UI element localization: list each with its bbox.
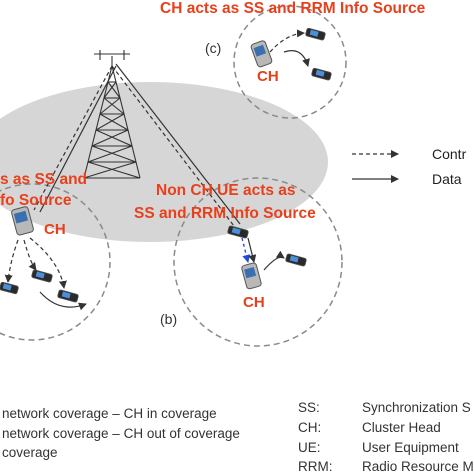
left-banner-line1: s as SS and [0, 171, 87, 188]
ue-phone-icon-a3 [57, 289, 79, 303]
coverage-note-2: network coverage – CH out of coverage [2, 426, 240, 441]
ch-label-c: CH [257, 68, 279, 85]
ch-label-a: CH [44, 221, 66, 238]
coverage-note-3: coverage [2, 445, 58, 460]
subfigure-label-c: (c) [205, 40, 221, 56]
cluster-boundary-a [0, 183, 111, 341]
control-link-c-ch-to-ue [269, 29, 305, 53]
control-link-b-ue-to-ch [241, 237, 251, 263]
legend-control-label: Contr [432, 146, 467, 162]
control-link-tower-to-ue-b [111, 65, 235, 227]
ue-phone-icon-b2 [285, 253, 307, 267]
data-link-c-ue-to-ue [283, 50, 310, 67]
data-link-a-ue-to-ue [39, 291, 87, 311]
data-link-b-ue-to-ch [247, 237, 257, 263]
legend-data-label: Data [432, 171, 462, 187]
control-link-a-ch-to-ue1 [23, 239, 37, 271]
left-banner-line2: fo Source [0, 192, 72, 209]
abbr-ue: UE: [298, 440, 321, 455]
cluster-boundary-b [173, 177, 343, 347]
top-banner: CH acts as SS and RRM Info Source [160, 0, 426, 17]
cluster-boundary-c [233, 5, 347, 119]
ue-phone-icon-a1 [31, 269, 53, 283]
ue-phone-icon-c2 [311, 67, 332, 81]
ch-handset-icon-a [11, 206, 34, 236]
base-station-tower-icon [83, 50, 141, 179]
abbr-rrm: RRM: [298, 459, 333, 474]
middle-banner-line1: Non CH UE acts as [156, 182, 296, 199]
middle-banner-line2: SS and RRM Info Source [134, 205, 316, 222]
abbr-rrm-full: Radio Resource M [362, 459, 474, 474]
abbr-ch: CH: [298, 420, 321, 435]
abbr-ss-full: Synchronization S [362, 400, 471, 415]
control-link-tower-to-ch-a [33, 65, 113, 211]
abbr-ch-full: Cluster Head [362, 420, 441, 435]
ue-phone-icon-b-source [227, 225, 249, 239]
ch-label-b: CH [243, 294, 265, 311]
subfigure-label-b: (b) [160, 311, 177, 327]
control-link-a-ch-to-ue3 [29, 237, 67, 289]
ue-phone-icon-c1 [305, 27, 326, 41]
ch-handset-icon-c [250, 40, 273, 68]
abbr-ss: SS: [298, 400, 320, 415]
data-link-tower-to-ch-a [39, 65, 117, 213]
ue-phone-icon-a2 [0, 281, 19, 295]
coverage-note-1: network coverage – CH in coverage [2, 406, 217, 421]
abbr-ue-full: User Equipment [362, 440, 459, 455]
data-link-b-ch-to-ue [263, 250, 285, 271]
control-link-a-ch-to-ue2 [4, 239, 19, 283]
data-link-tower-to-ue-b [115, 63, 241, 225]
ch-handset-icon-b [241, 262, 262, 290]
